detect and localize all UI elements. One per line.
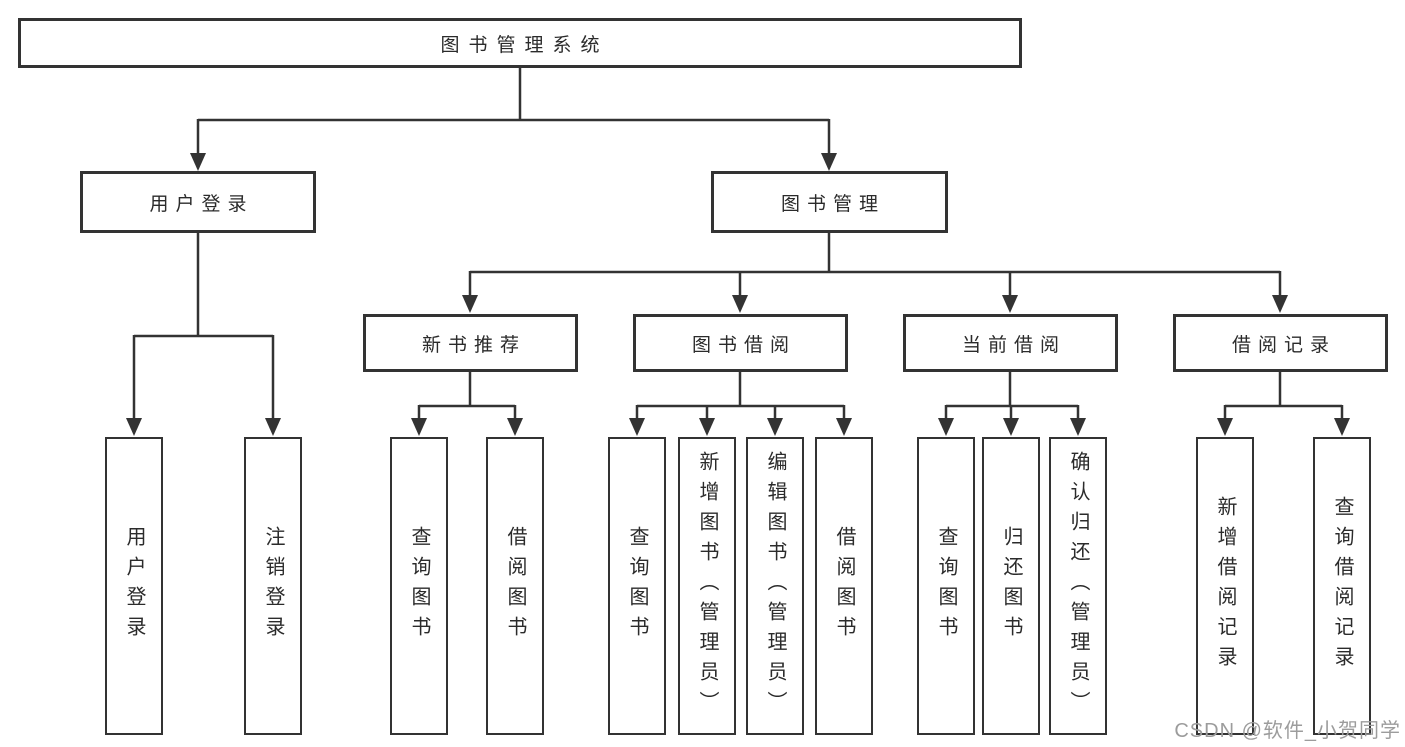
leaf-borrow-books-borrow: 借阅图书 [815, 437, 873, 735]
node-new-book-recommend: 新书推荐 [363, 314, 578, 372]
connector-borrow-records-branch [1217, 372, 1350, 436]
connector-new-book-branch [411, 372, 523, 436]
leaf-add-book-admin: 新增图书（管理员） [678, 437, 736, 735]
csdn-watermark: CSDN @软件_小贺同学 [1174, 720, 1401, 742]
connector-user-login-branch [126, 233, 281, 436]
node-book-management: 图书管理 [711, 171, 948, 233]
leaf-query-books-recommend: 查询图书 [390, 437, 448, 735]
node-library-system: 图书管理系统 [18, 18, 1022, 68]
node-book-borrow: 图书借阅 [633, 314, 848, 372]
connector-book-management-branch [462, 233, 1288, 313]
connector-book-borrow-branch [629, 372, 852, 436]
leaf-user-login: 用户登录 [105, 437, 163, 735]
leaf-return-book: 归还图书 [982, 437, 1040, 735]
leaf-borrow-books-recommend: 借阅图书 [486, 437, 544, 735]
leaf-query-books-current: 查询图书 [917, 437, 975, 735]
node-borrow-records: 借阅记录 [1173, 314, 1388, 372]
connector-root-to-level2 [190, 68, 837, 171]
connector-current-borrow-branch [938, 372, 1086, 436]
leaf-edit-book-admin: 编辑图书（管理员） [746, 437, 804, 735]
leaf-confirm-return-admin: 确认归还（管理员） [1049, 437, 1107, 735]
leaf-add-borrow-record: 新增借阅记录 [1196, 437, 1254, 735]
leaf-query-borrow-record: 查询借阅记录 [1313, 437, 1371, 735]
leaf-logout: 注销登录 [244, 437, 302, 735]
leaf-query-books-borrow: 查询图书 [608, 437, 666, 735]
node-user-login: 用户登录 [80, 171, 316, 233]
node-current-borrow: 当前借阅 [903, 314, 1118, 372]
